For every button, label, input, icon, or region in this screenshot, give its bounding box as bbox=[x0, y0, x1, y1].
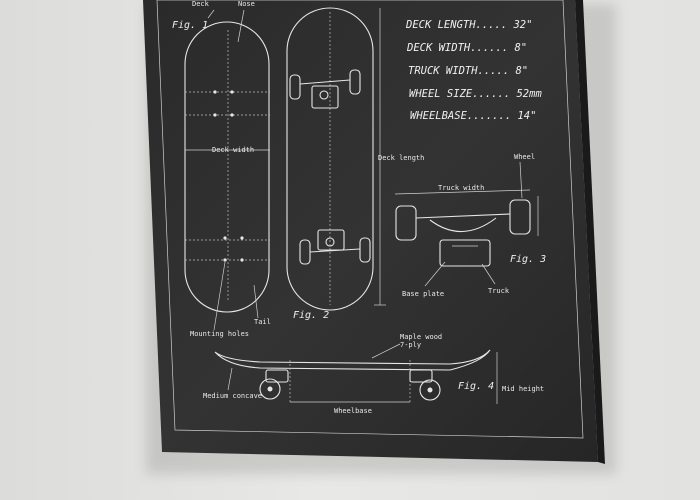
fig1-deck-outline bbox=[184, 21, 270, 313]
fig1-mounting-holes bbox=[213, 90, 244, 262]
spec-wheel-size: WHEEL SIZE...... 52mm bbox=[409, 88, 542, 100]
base-plate-label: Base plate bbox=[402, 290, 444, 298]
spec-deck-width: DECK WIDTH...... 8" bbox=[406, 42, 527, 54]
maple-wood-label: Maple wood bbox=[400, 333, 442, 341]
wheel-leader bbox=[519, 161, 523, 199]
spec-truck-width: TRUCK WIDTH..... 8" bbox=[408, 65, 528, 77]
medium-concave-label: Medium concave bbox=[203, 392, 262, 400]
fig2-deck-outline bbox=[286, 7, 374, 311]
deck-length-label: Deck length bbox=[378, 154, 424, 162]
fig4-side-profile bbox=[214, 349, 498, 404]
truck-width-dimension bbox=[394, 189, 531, 195]
fig1-label: Fig. 1 bbox=[172, 20, 208, 31]
tail-leader bbox=[253, 284, 259, 319]
fig2-rear-truck bbox=[299, 229, 371, 265]
poster-edge bbox=[575, 0, 605, 464]
nose-label: Nose bbox=[238, 0, 255, 8]
poster-inner-frame bbox=[156, 0, 584, 439]
concave-leader bbox=[227, 367, 233, 391]
mounting-holes-label: Mounting holes bbox=[190, 330, 249, 338]
truck-width-label: Truck width bbox=[438, 184, 484, 192]
wheelbase-label: Wheelbase bbox=[334, 407, 372, 415]
deck-label: Deck bbox=[192, 0, 210, 8]
spec-wheelbase: WHEELBASE....... 14" bbox=[410, 110, 536, 122]
fig4-label: Fig. 4 bbox=[458, 381, 494, 392]
maple-wood-leader bbox=[371, 343, 401, 359]
truck-leader bbox=[481, 263, 496, 285]
poster-board bbox=[143, 0, 598, 462]
tail-label: Tail bbox=[254, 318, 271, 326]
fig2-front-truck bbox=[289, 69, 361, 109]
spec-deck-length: DECK LENGTH..... 32" bbox=[405, 19, 532, 31]
mid-height-label: Mid height bbox=[502, 385, 544, 393]
truck-label: Truck bbox=[488, 287, 510, 295]
spec-list: DECK LENGTH..... 32" DECK WIDTH...... 8"… bbox=[405, 19, 542, 122]
ply-label: 7-ply bbox=[400, 341, 421, 349]
fig2-label: Fig. 2 bbox=[293, 310, 329, 321]
deck-width-label: Deck width bbox=[212, 146, 254, 154]
mounting-holes-leader bbox=[213, 261, 226, 331]
nose-leader bbox=[237, 9, 245, 43]
deck-leader bbox=[207, 9, 215, 19]
fig3-label: Fig. 3 bbox=[510, 254, 546, 265]
fig3-truck-diagram bbox=[395, 199, 531, 267]
wheel-label: Wheel bbox=[514, 153, 535, 161]
base-plate-leader bbox=[424, 261, 446, 287]
